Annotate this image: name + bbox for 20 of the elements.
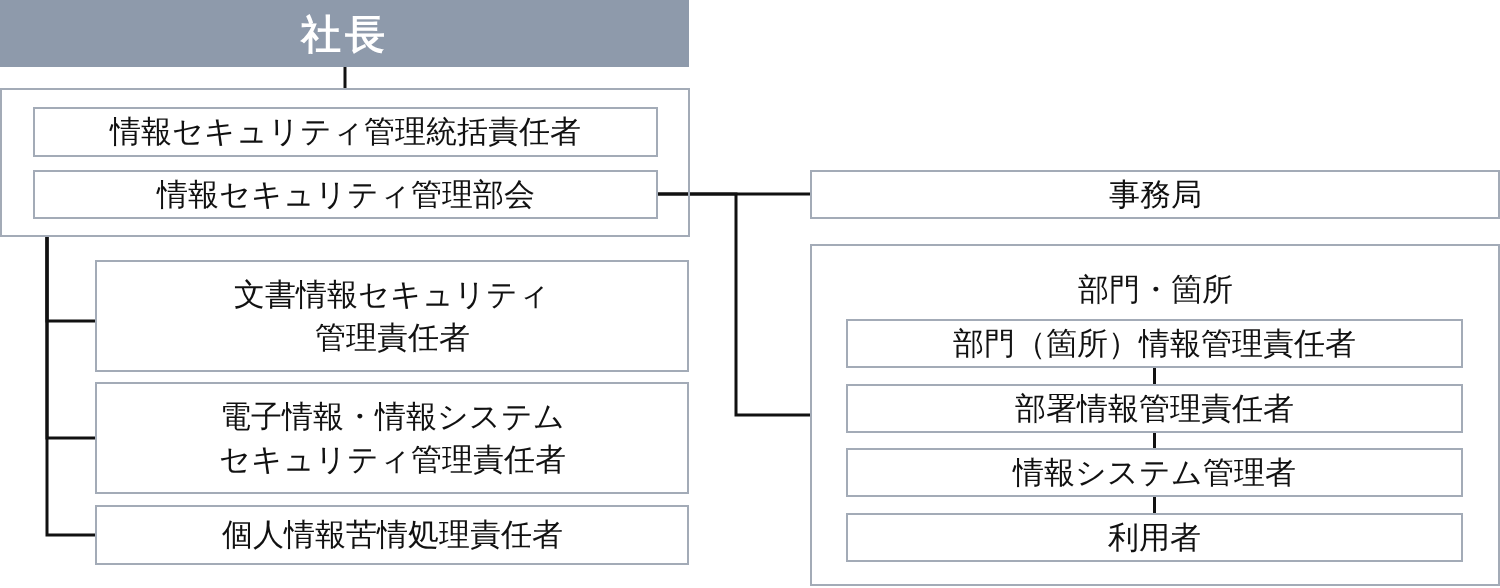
group-frame	[0, 88, 690, 237]
role-box: 個人情報苦情処理責任者	[95, 505, 689, 565]
role-box: 電子情報・情報システムセキュリティ管理責任者	[95, 382, 689, 494]
group-heading: 部門・箇所	[1076, 270, 1234, 309]
connector-line	[1153, 368, 1156, 384]
connector-line	[1153, 433, 1156, 448]
connector-line	[1153, 497, 1156, 513]
title-bar: 社長	[0, 0, 689, 67]
role-box: 事務局	[810, 170, 1500, 219]
role-box: 文書情報セキュリティ管理責任者	[95, 260, 689, 372]
role-box: 部署情報管理責任者	[846, 384, 1463, 433]
role-box: 利用者	[846, 513, 1463, 562]
role-box: 情報セキュリティ管理部会	[33, 170, 658, 219]
group-frame	[810, 244, 1500, 586]
role-box: 情報システム管理者	[846, 448, 1463, 497]
role-box: 部門（箇所）情報管理責任者	[846, 319, 1463, 368]
connector-line	[45, 237, 95, 537]
connector-line	[343, 67, 347, 88]
role-box: 情報セキュリティ管理統括責任者	[33, 107, 658, 157]
connector-line	[658, 192, 810, 417]
